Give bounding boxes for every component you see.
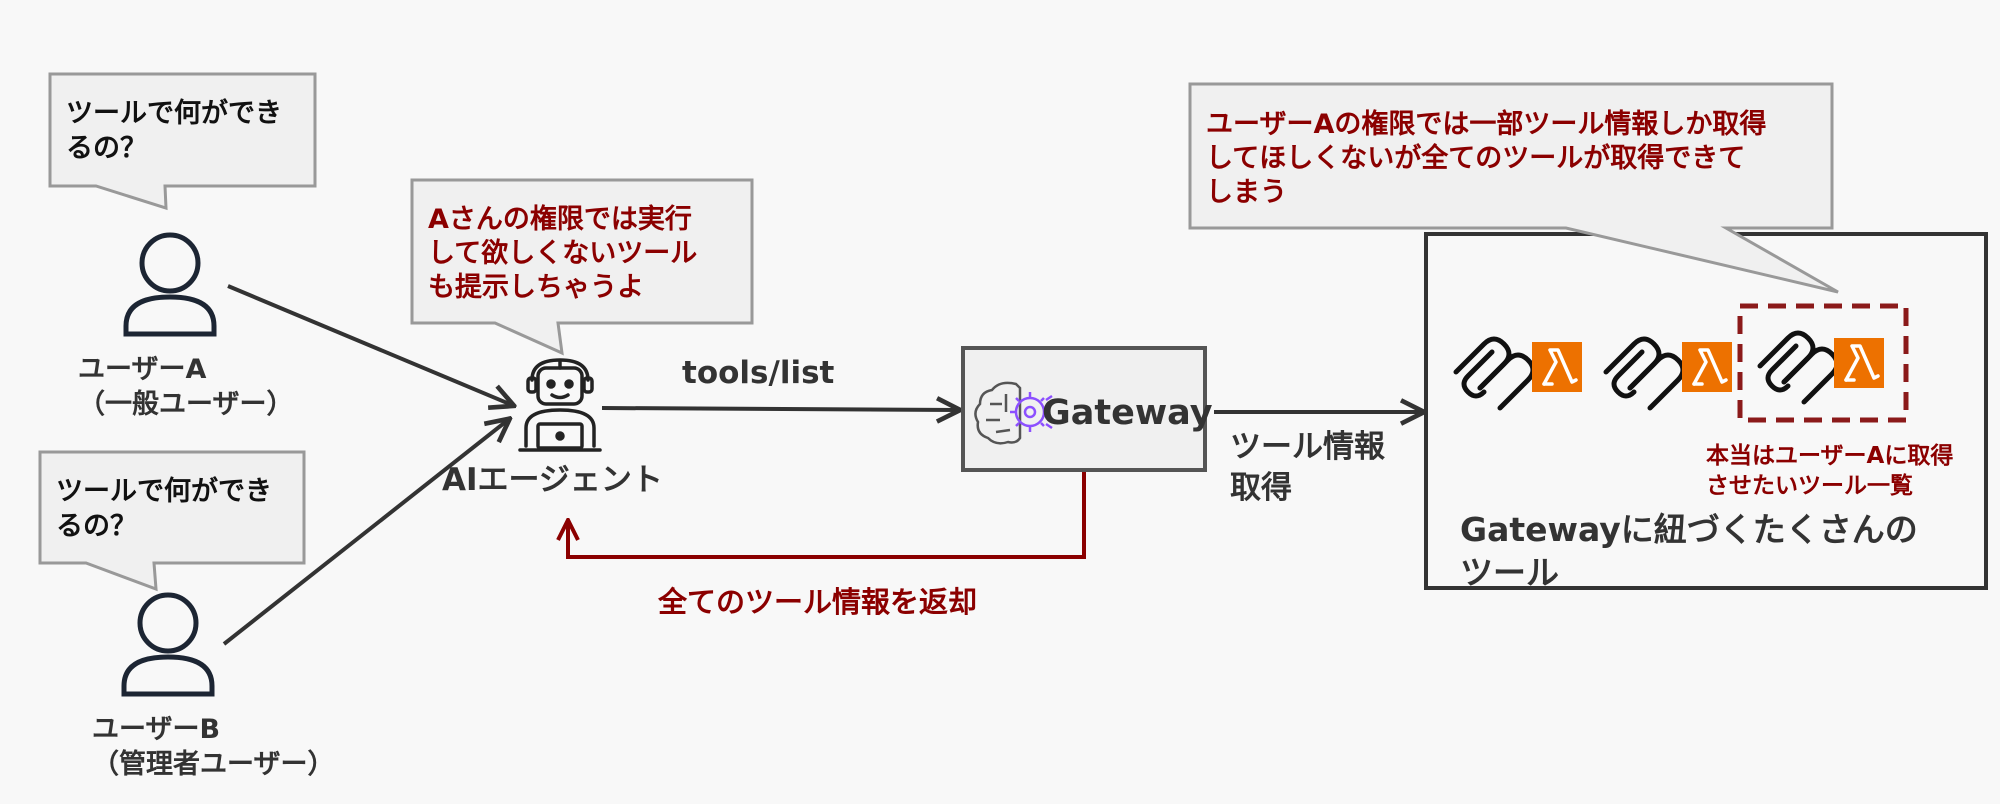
highlight-note-line: 本当はユーザーAに取得 [1706, 442, 1953, 469]
lambda-icon [1682, 342, 1732, 392]
warning-bubble-line: しまう [1206, 177, 1287, 208]
gateway-brain-gear-icon [974, 381, 1053, 445]
user-a-to-agent-arrow [227, 284, 512, 405]
svg-text:ツールで何ができ るの？: ツールで何ができ るの？ [66, 97, 291, 164]
svg-text:本当はユーザーAに取得 させたいツール一覧: 本当はユーザーAに取得 させたいツール一覧 [1706, 442, 1961, 499]
agent-bubble-line: Aさんの権限では実行 [428, 203, 692, 235]
user-a-bubble-line: るの？ [66, 133, 147, 164]
robot-icon [518, 358, 602, 452]
mcp-icon [1453, 336, 1536, 411]
user-b-name: ユーザーB [92, 714, 220, 745]
user-b-bubble-line: るの？ [56, 511, 137, 542]
svg-text:ツールで何ができ るの？: ツールで何ができ るの？ [56, 475, 281, 542]
user-a-role: （一般ユーザー） [78, 388, 293, 420]
tools-caption-line: ツール [1460, 553, 1559, 592]
user-a-speech-bubble: ツールで何ができ るの？ [48, 72, 317, 211]
user-b-person-icon [121, 592, 215, 697]
tools-caption-line: Gatewayに紐づくたくさんの [1460, 510, 1918, 549]
lambda-icon [1834, 338, 1884, 388]
svg-text:Aさんの権限では実行 して欲しくないツール: Aさんの権限では実行 して欲しくないツール も提示しちゃうよ [428, 203, 707, 303]
agent-bubble-line: も提示しちゃうよ [428, 272, 644, 303]
agent-speech-bubble: Aさんの権限では実行 して欲しくないツール も提示しちゃうよ [410, 178, 754, 356]
return-arrow [568, 472, 1086, 559]
user-b-speech-bubble: ツールで何ができ るの？ [38, 450, 306, 592]
return-label: 全てのツール情報を返却 [657, 585, 977, 619]
svg-text:Gatewayに紐づくたくさんの ツール: Gatewayに紐づくたくさんの ツール [1460, 510, 1929, 592]
gateway-label: Gateway [1042, 393, 1213, 433]
fetch-label-line: ツール情報 [1230, 429, 1386, 465]
agent-bubble-line: して欲しくないツール [428, 238, 697, 269]
user-a-name: ユーザーA [78, 354, 206, 385]
agent-label: AIエージェント [442, 462, 663, 498]
request-label: tools/list [682, 355, 835, 391]
user-b-role: （管理者ユーザー） [92, 749, 334, 780]
lambda-icon [1532, 342, 1582, 392]
warning-speech-bubble: ユーザーAの権限では一部ツール情報しか取得 してほしくないが全てのツールが取得で… [1188, 82, 1839, 294]
fetch-label-line: 取得 [1230, 470, 1292, 506]
svg-text:ツール情報 取得: ツール情報 取得 [1230, 429, 1396, 506]
user-b-bubble-line: ツールで何ができ [56, 475, 272, 507]
warning-bubble-line: ユーザーAの権限では一部ツール情報しか取得 [1206, 108, 1766, 140]
user-a-bubble-line: ツールで何ができ [66, 97, 282, 129]
user-a-person-icon [123, 232, 217, 337]
warning-bubble-line: してほしくないが全てのツールが取得できて [1206, 142, 1745, 174]
agent-to-gateway-arrow [601, 408, 958, 410]
highlight-note-line: させたいツール一覧 [1706, 472, 1913, 499]
tools-panel [1424, 232, 1988, 590]
gateway-box: Gateway [961, 346, 1213, 472]
mcp-icon [1603, 336, 1686, 411]
svg-text:ユーザーAの権限では一部ツール情報しか取得 して: ユーザーAの権限では一部ツール情報しか取得 してほしくないが全てのツールが取得で… [1206, 108, 1776, 208]
user-b-to-agent-arrow [222, 420, 508, 646]
